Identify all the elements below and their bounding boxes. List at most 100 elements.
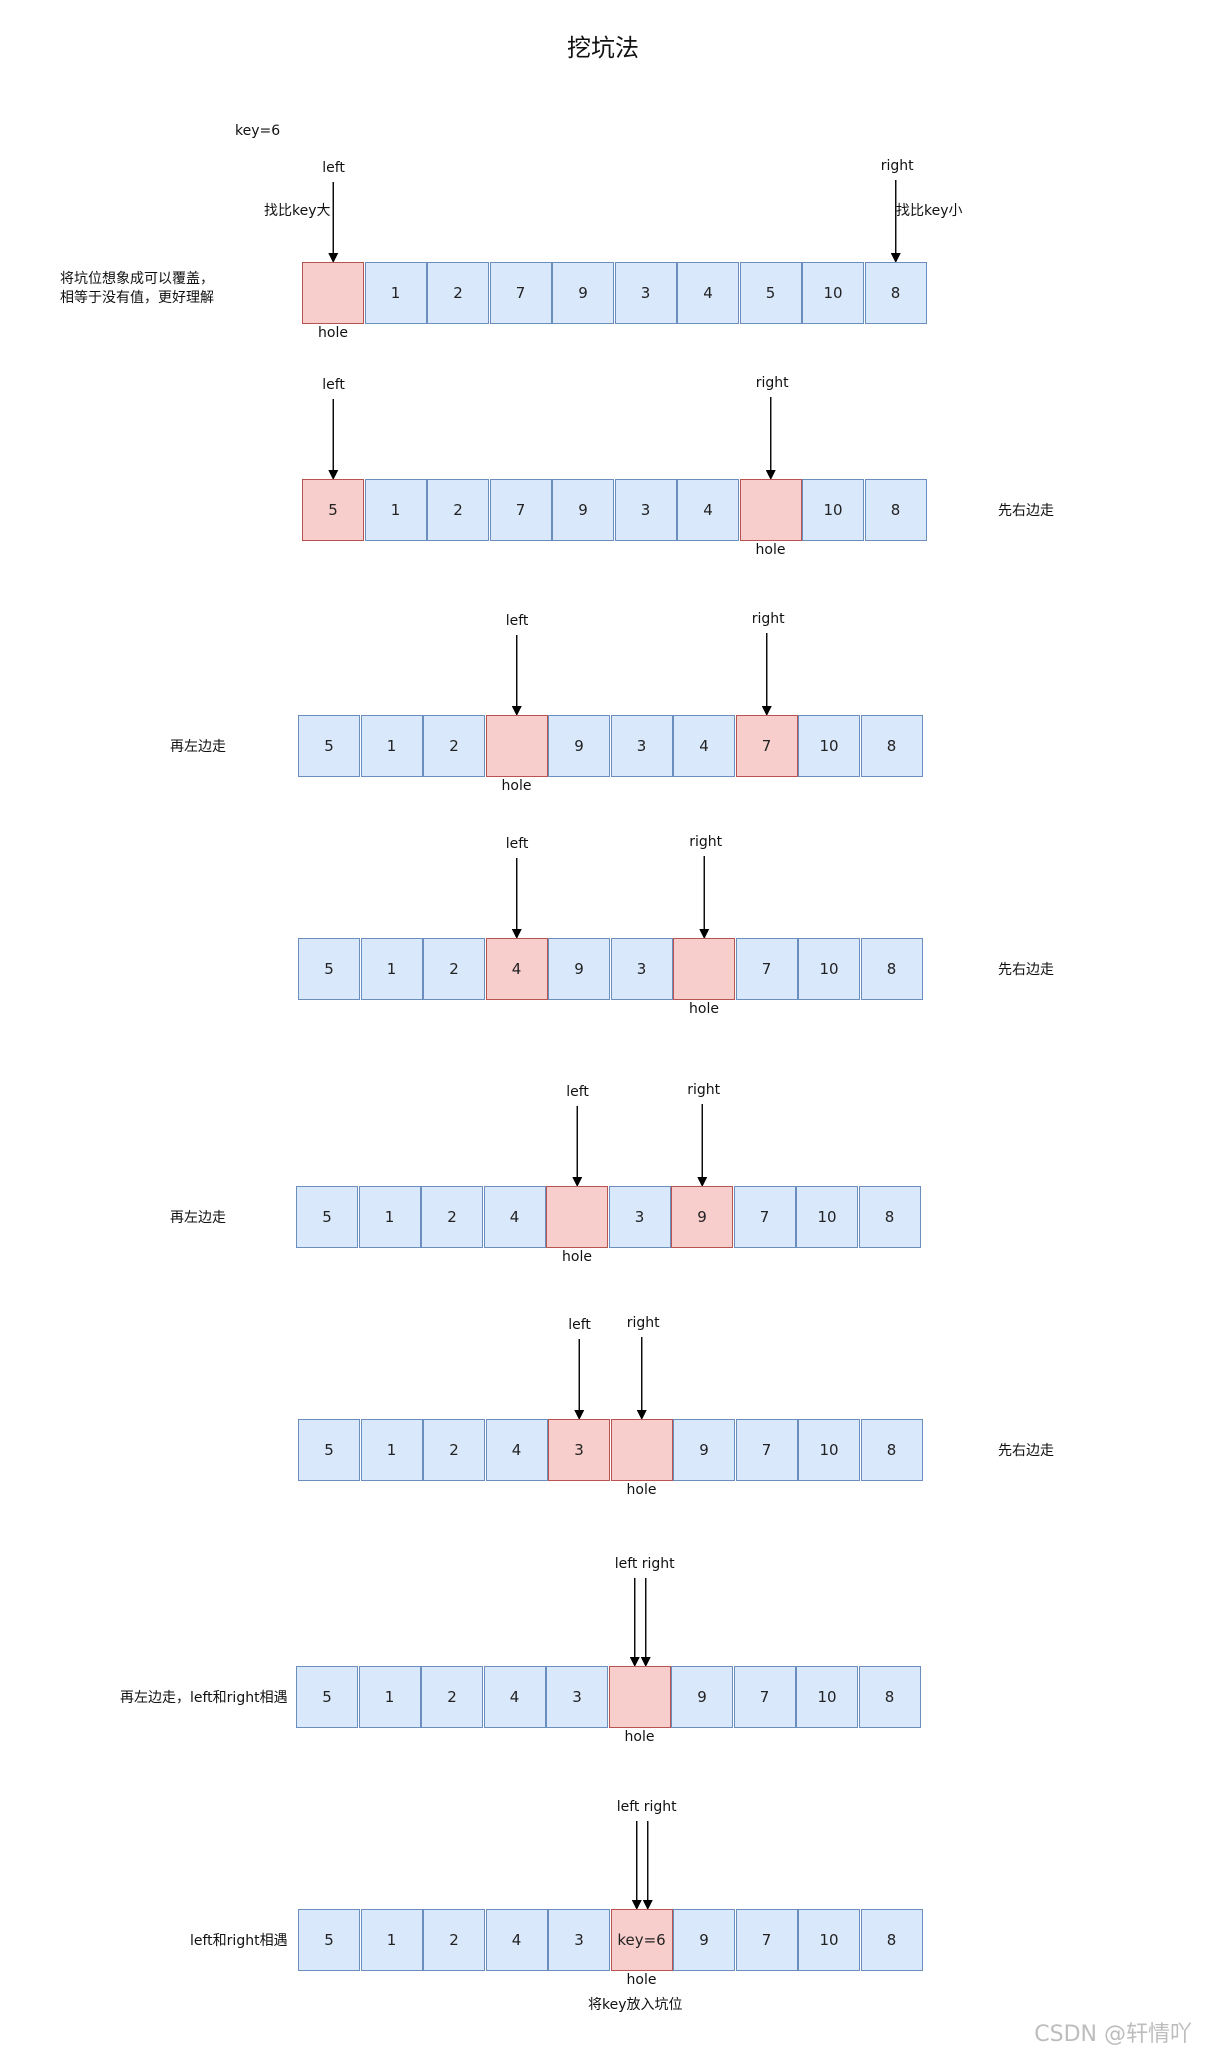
- array-cell: 2: [423, 1909, 485, 1971]
- array-cell: [608, 1666, 671, 1728]
- array-cell: 8: [864, 479, 927, 541]
- intro-note: 将坑位想象成可以覆盖， 相等于没有值，更好理解: [60, 271, 214, 306]
- left-pointer-label: left: [566, 1084, 589, 1100]
- array-cell: 4: [485, 1419, 548, 1481]
- array-cell: 8: [860, 938, 923, 1000]
- left-pointer-label: left: [322, 377, 345, 393]
- array-cell: 5: [302, 479, 364, 541]
- array-cell: 4: [677, 479, 739, 541]
- hole-label: hole: [626, 1972, 657, 1988]
- array-cell: 3: [610, 938, 673, 1000]
- array-cell: [546, 1186, 608, 1248]
- right-pointer-label: right: [641, 1556, 675, 1572]
- right-pointer-label: right: [643, 1799, 677, 1815]
- array-cell: 2: [427, 262, 489, 324]
- array-cell: 9: [552, 479, 614, 541]
- array-cell: 9: [548, 938, 610, 1000]
- array-cell: [610, 1419, 673, 1481]
- left-pointer-label: left: [614, 1556, 638, 1572]
- right-pointer-label: right: [880, 158, 914, 174]
- array-cell: 1: [360, 715, 423, 777]
- array-cell: 2: [423, 715, 485, 777]
- array-cell: key=6: [610, 1909, 673, 1971]
- array-cell: 10: [798, 1419, 860, 1481]
- array-cell: 2: [421, 1666, 483, 1728]
- array-cell: 3: [546, 1666, 608, 1728]
- step-side-note: 先右边走: [998, 503, 1054, 519]
- array-cell: 1: [360, 1909, 423, 1971]
- right-pointer-label: right: [751, 611, 785, 627]
- array-cell: 8: [860, 715, 923, 777]
- right-pointer-label: right: [687, 1082, 721, 1098]
- array-cell: 4: [485, 938, 548, 1000]
- array-cell: 7: [735, 938, 798, 1000]
- array-cell: [485, 715, 548, 777]
- array-cell: 10: [796, 1186, 858, 1248]
- array-cell: 2: [423, 938, 485, 1000]
- array-cell: 3: [608, 1186, 671, 1248]
- array-cell: 1: [364, 262, 427, 324]
- right-pointer-label: right: [755, 375, 789, 391]
- array-cell: 4: [677, 262, 739, 324]
- array-cell: 9: [671, 1666, 733, 1728]
- left-hint: 找比key大: [264, 203, 331, 219]
- hole-label: hole: [689, 1001, 719, 1017]
- array-cell: 3: [548, 1419, 610, 1481]
- array-cell: 10: [798, 938, 860, 1000]
- hole-label: hole: [624, 1729, 655, 1745]
- step-side-note: left和right相遇: [190, 1933, 288, 1949]
- left-pointer-label: left: [322, 160, 345, 176]
- array-cell: [739, 479, 802, 541]
- array-cell: 3: [614, 262, 677, 324]
- array-cell: 5: [739, 262, 802, 324]
- right-pointer-label: right: [626, 1315, 660, 1331]
- left-pointer-label: left: [505, 613, 529, 629]
- hole-label: hole: [318, 325, 348, 341]
- step-side-note: 再左边走，left和right相遇: [120, 1690, 288, 1706]
- hole-label: hole: [501, 778, 532, 794]
- array-cell: 7: [735, 715, 798, 777]
- array-cell: 8: [864, 262, 927, 324]
- array-cell: 7: [735, 1419, 798, 1481]
- array-cell: [302, 262, 364, 324]
- step-side-note: 再左边走: [170, 739, 226, 755]
- array-cell: 10: [798, 715, 860, 777]
- array-cell: 8: [860, 1909, 923, 1971]
- left-pointer-label: left: [568, 1317, 591, 1333]
- left-pointer-label: left: [505, 836, 529, 852]
- hole-label: hole: [562, 1249, 592, 1265]
- step-side-note: 先右边走: [998, 962, 1054, 978]
- array-cell: 7: [733, 1186, 796, 1248]
- array-cell: 7: [489, 262, 552, 324]
- step-side-note: 先右边走: [998, 1443, 1054, 1459]
- array-cell: 10: [802, 262, 864, 324]
- hole-label: hole: [626, 1482, 657, 1498]
- array-cell: 7: [735, 1909, 798, 1971]
- array-cell: 1: [360, 938, 423, 1000]
- array-cell: 8: [858, 1186, 921, 1248]
- array-cell: 8: [858, 1666, 921, 1728]
- array-cell: 5: [298, 938, 360, 1000]
- watermark: CSDN @轩情吖: [1034, 2022, 1192, 2047]
- array-cell: 10: [798, 1909, 860, 1971]
- array-cell: 5: [298, 715, 360, 777]
- array-cell: 7: [489, 479, 552, 541]
- array-cell: 8: [860, 1419, 923, 1481]
- array-cell: 9: [673, 1909, 735, 1971]
- array-cell: 9: [552, 262, 614, 324]
- hole-label: hole: [755, 542, 786, 558]
- key-label: key=6: [235, 123, 281, 139]
- array-cell: 1: [360, 1419, 423, 1481]
- array-cell: 1: [364, 479, 427, 541]
- array-cell: 3: [610, 715, 673, 777]
- array-cell: 4: [485, 1909, 548, 1971]
- left-pointer-label: left: [616, 1799, 640, 1815]
- array-cell: 10: [802, 479, 864, 541]
- step-side-note: 再左边走: [170, 1210, 226, 1226]
- array-cell: 5: [298, 1419, 360, 1481]
- array-cell: 7: [733, 1666, 796, 1728]
- array-cell: [673, 938, 735, 1000]
- right-hint: 找比key小: [896, 203, 963, 219]
